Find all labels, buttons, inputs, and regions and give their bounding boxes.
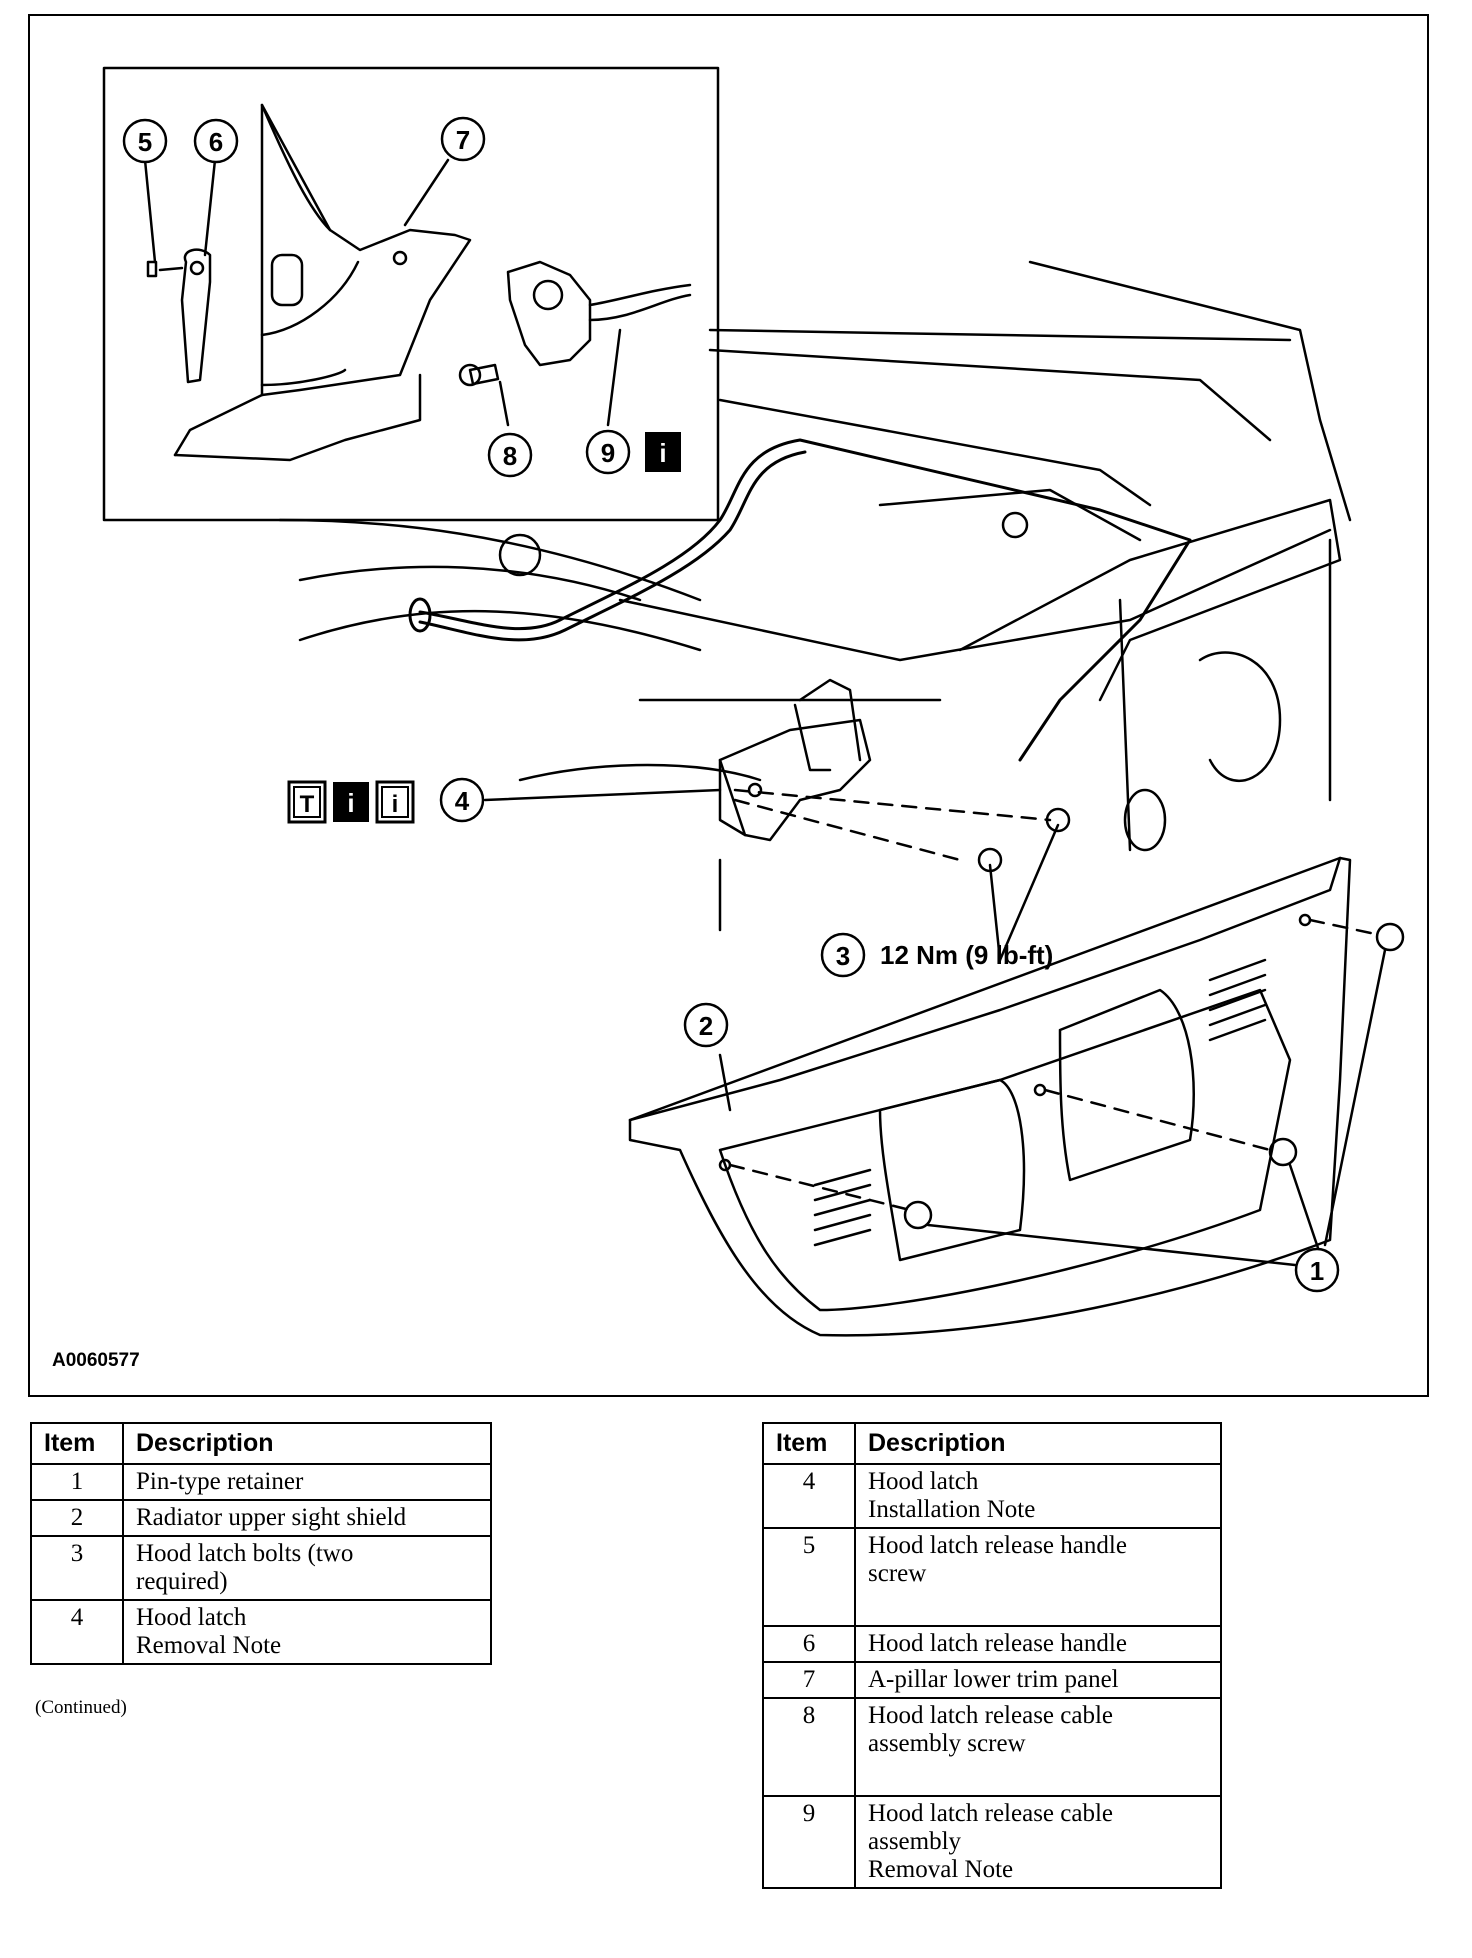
table-row: 9 Hood latch release cable assembly Remo… [762,1795,1222,1889]
item-description: Hood latch release cable assembly Remova… [854,1795,1222,1889]
col-header-item: Item [762,1422,856,1465]
svg-text:i: i [659,438,666,468]
note-icon: i [375,780,415,824]
callout-3 [820,932,866,978]
item-number: 8 [762,1697,856,1797]
callout-4-label: 4 [455,786,470,816]
callout-5-label: 5 [138,127,152,157]
callout-1-label: 1 [1310,1256,1324,1286]
legend-table-right: Item Description 4 Hood latch Installati… [762,1422,1222,1889]
torque-spec: 12 Nm (9 lb-ft) [880,940,1054,970]
callout-5 [122,118,168,164]
continued-note: (Continued) [35,1697,127,1718]
figure-id: A0060577 [52,1350,140,1371]
callout-9-label: 9 [601,438,615,468]
hood-latch-drawing [718,678,872,842]
item-number: 2 [30,1499,124,1537]
sight-shield-drawing [628,856,1352,1337]
item-number: 7 [762,1661,856,1699]
hood-latch-diagram: 5 6 7 8 9 4 3 2 1 i T i i [102,66,1405,1337]
col-header-description: Description [122,1422,492,1465]
figure-frame [28,14,1429,1397]
callouts [122,116,1340,1293]
item-description: Hood latch release cable assembly screw [854,1697,1222,1797]
col-header-description: Description [854,1422,1222,1465]
callout-8-label: 8 [503,441,517,471]
table-row: 5 Hood latch release handle screw [762,1527,1222,1627]
table-row: 2 Radiator upper sight shield [30,1499,492,1537]
table-row: 4 Hood latch Installation Note [762,1463,1222,1529]
callout-8 [487,432,533,478]
item-description: A-pillar lower trim panel [854,1661,1222,1699]
cable-bracket-drawing [458,260,692,387]
hood-latch-bolts-drawing [733,788,1071,962]
item-number: 6 [762,1625,856,1663]
callout-6-label: 6 [209,127,223,157]
item-description: Hood latch release handle [854,1625,1222,1663]
item-description: Pin-type retainer [122,1463,492,1501]
item-description: Hood latch release handle screw [854,1527,1222,1627]
release-handle-drawing [146,248,212,384]
shield-louvers [813,958,1267,1247]
svg-text:i: i [347,788,354,818]
radiator-support-drawing [278,260,1352,932]
svg-text:T: T [300,791,315,818]
table-row: 3 Hood latch bolts (two required) [30,1535,492,1601]
col-header-item: Item [30,1422,124,1465]
item-number: 4 [30,1599,124,1665]
callout-2-label: 2 [699,1011,713,1041]
legend-table-left: Item Description 1 Pin-type retainer 2 R… [30,1422,492,1665]
item-number: 4 [762,1463,856,1529]
item-number: 3 [30,1535,124,1601]
callout-2 [683,1002,729,1048]
item-description: Hood latch Removal Note [122,1599,492,1665]
item-number: 1 [30,1463,124,1501]
table-row: 8 Hood latch release cable assembly scre… [762,1697,1222,1797]
callout-7 [440,116,486,162]
item-number: 5 [762,1527,856,1627]
item-description: Hood latch Installation Note [854,1463,1222,1529]
callout-1 [1294,1247,1340,1293]
callout-6 [193,118,239,164]
callout-7-label: 7 [456,125,470,155]
table-row: 1 Pin-type retainer [30,1463,492,1501]
release-cable-drawing [408,438,1192,762]
inset-frame [102,66,720,522]
removal-icon: T [287,780,327,824]
a-pillar-trim-panel-drawing [173,103,472,462]
info-icon: i [333,782,369,822]
svg-text:i: i [392,791,399,818]
item-description: Radiator upper sight shield [122,1499,492,1537]
item-number: 9 [762,1795,856,1889]
item-description: Hood latch bolts (two required) [122,1535,492,1601]
callout-9 [585,429,631,475]
table-row: 6 Hood latch release handle [762,1625,1222,1663]
pin-retainers-drawing [728,918,1405,1267]
callout-3-label: 3 [836,941,850,971]
table-row: 7 A-pillar lower trim panel [762,1661,1222,1699]
table-row: 4 Hood latch Removal Note [30,1599,492,1665]
info-icon-inset: i [645,432,681,472]
callout-4 [439,777,485,823]
